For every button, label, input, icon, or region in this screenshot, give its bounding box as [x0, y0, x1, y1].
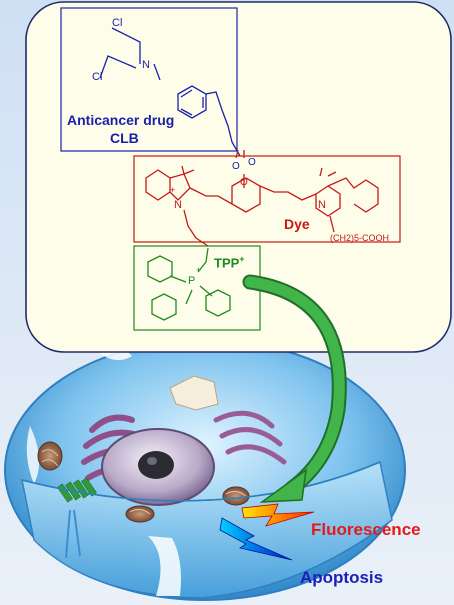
mitochondrion-right: [222, 486, 250, 506]
nucleolus: [138, 451, 174, 479]
chloroplast-shape: [169, 375, 219, 411]
targeting-arrow: [242, 274, 347, 503]
cell-illustration: [4, 339, 406, 601]
atom-p-charge: +: [196, 265, 202, 275]
atom-o-ether: O: [240, 177, 248, 188]
atom-cl-top: Cl: [112, 17, 123, 29]
apoptosis-bolt: [219, 517, 293, 561]
atom-p: P: [188, 275, 196, 287]
atom-o-ester-b: O: [248, 157, 256, 168]
vesicle-bottom: [148, 536, 181, 596]
dye-label: Dye: [284, 216, 310, 232]
atom-n-amine: N: [142, 59, 150, 71]
tpp-label-text: TPP: [214, 255, 240, 271]
fluorescence-label: Fluorescence: [311, 520, 421, 539]
er-stack: [213, 410, 287, 465]
vesicle-left: [26, 426, 40, 484]
drug-box: [60, 7, 238, 152]
atom-n-left-charge: +: [170, 185, 176, 195]
mitochondrion-bottom: [125, 505, 155, 523]
clb-structure: [99, 27, 241, 157]
nucleus: [101, 428, 215, 506]
drug-title-line2: CLB: [110, 130, 139, 146]
atom-o-ester-a: O: [232, 161, 240, 172]
atom-cl-left: Cl: [92, 71, 103, 83]
tpp-label-charge: +: [239, 254, 245, 264]
dye-acid-chain: (CH2)5-COOH: [330, 233, 390, 243]
mitochondrion-left: [37, 441, 63, 471]
dye-box: [133, 155, 401, 243]
atom-n-right: N: [318, 199, 326, 211]
dye-structure: [145, 149, 379, 247]
apoptosis-label: Apoptosis: [300, 568, 384, 587]
atom-n-left: N: [174, 199, 182, 211]
membrane-channel: [65, 509, 81, 559]
tpp-label: TPP+: [214, 254, 245, 270]
membrane-edge: [21, 461, 381, 502]
drug-title-line1: Anticancer drug: [67, 112, 175, 128]
fluorescence-bolt: [241, 503, 315, 527]
tpp-structure: [147, 247, 231, 321]
arrow-head: [259, 468, 307, 503]
molecule-panel: [25, 1, 452, 353]
